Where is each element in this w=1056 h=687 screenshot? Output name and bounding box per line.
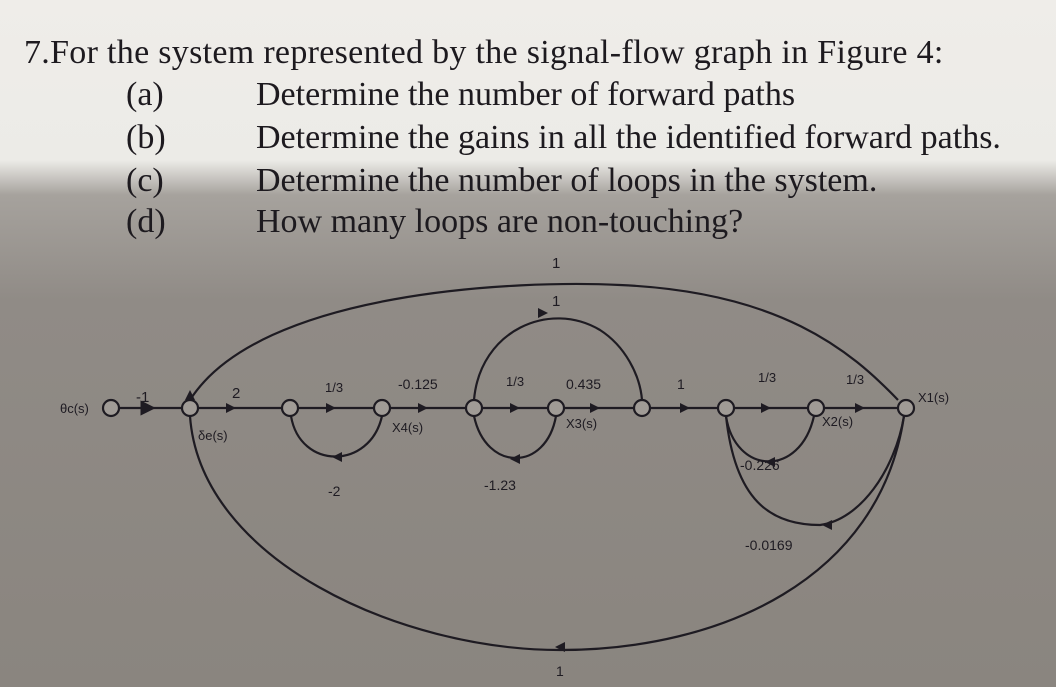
label-delta: δe(s): [198, 428, 228, 443]
node-2: [280, 398, 300, 418]
outer-top-arc: [189, 282, 899, 401]
gain-13c: 1/3: [758, 370, 776, 385]
gain-inner-top: 1: [552, 293, 560, 310]
problem-title: 7.For the system represented by the sign…: [24, 34, 944, 71]
node-input: [101, 398, 121, 418]
arrowhead: [761, 403, 771, 413]
outer-bottom-arc: [188, 415, 906, 652]
arrowhead: [822, 520, 832, 530]
gain-13b: 1/3: [506, 374, 524, 389]
arrowhead: [185, 390, 195, 400]
node-x2: [806, 398, 826, 418]
loop-inner-top: [472, 317, 644, 401]
question-d-text: How many loops are non-touching?: [256, 203, 744, 240]
question-b-label: (b): [126, 119, 166, 156]
gain-m0125: -0.125: [398, 376, 438, 392]
arrowhead: [226, 403, 236, 413]
label-input: θc(s): [60, 401, 89, 416]
arrowhead: [510, 454, 520, 464]
node-x3: [546, 398, 566, 418]
gain-input: -1: [136, 389, 149, 406]
arrowhead: [680, 403, 690, 413]
gain-loop-m00169: -0.0169: [745, 537, 793, 553]
question-b-text: Determine the gains in all the identifie…: [256, 119, 1001, 156]
node-4: [464, 398, 484, 418]
gain-loop-m123: -1.23: [484, 477, 516, 493]
node-delta: [180, 398, 200, 418]
arrowhead: [538, 308, 548, 318]
loop-m00169: [724, 415, 906, 527]
loop-m0226: [724, 415, 816, 463]
gain-outer-top: 1: [552, 255, 560, 272]
gain-13a: 1/3: [325, 380, 343, 395]
question-a-text: Determine the number of forward paths: [256, 76, 796, 113]
label-x2: X2(s): [822, 414, 853, 429]
arrowhead: [326, 403, 336, 413]
loop-m2: [289, 415, 384, 458]
arrowhead: [418, 403, 428, 413]
node-7: [716, 398, 736, 418]
arrowhead: [555, 642, 565, 652]
label-x4: X4(s): [392, 420, 423, 435]
gain-loop-m2: -2: [328, 483, 341, 499]
arrowhead: [590, 403, 600, 413]
gain-13d: 1/3: [846, 372, 864, 387]
gain-0435: 0.435: [566, 376, 601, 392]
node-6: [632, 398, 652, 418]
question-c-text: Determine the number of loops in the sys…: [256, 162, 878, 199]
question-a-label: (a): [126, 76, 164, 113]
loop-m123: [472, 415, 558, 460]
arrowhead: [510, 403, 520, 413]
gain-1: 1: [677, 376, 685, 392]
arrowhead: [855, 403, 865, 413]
question-d-label: (d): [126, 203, 166, 240]
label-x3: X3(s): [566, 416, 597, 431]
node-x4: [372, 398, 392, 418]
arrowhead: [765, 457, 775, 467]
question-c-label: (c): [126, 162, 164, 199]
gain-loop-m0226: -0.226: [740, 457, 780, 473]
node-x1: [896, 398, 916, 418]
label-x1: X1(s): [918, 390, 949, 405]
gain-2: 2: [232, 385, 240, 402]
arrowhead: [332, 452, 342, 462]
gain-bottom: 1: [556, 663, 564, 679]
